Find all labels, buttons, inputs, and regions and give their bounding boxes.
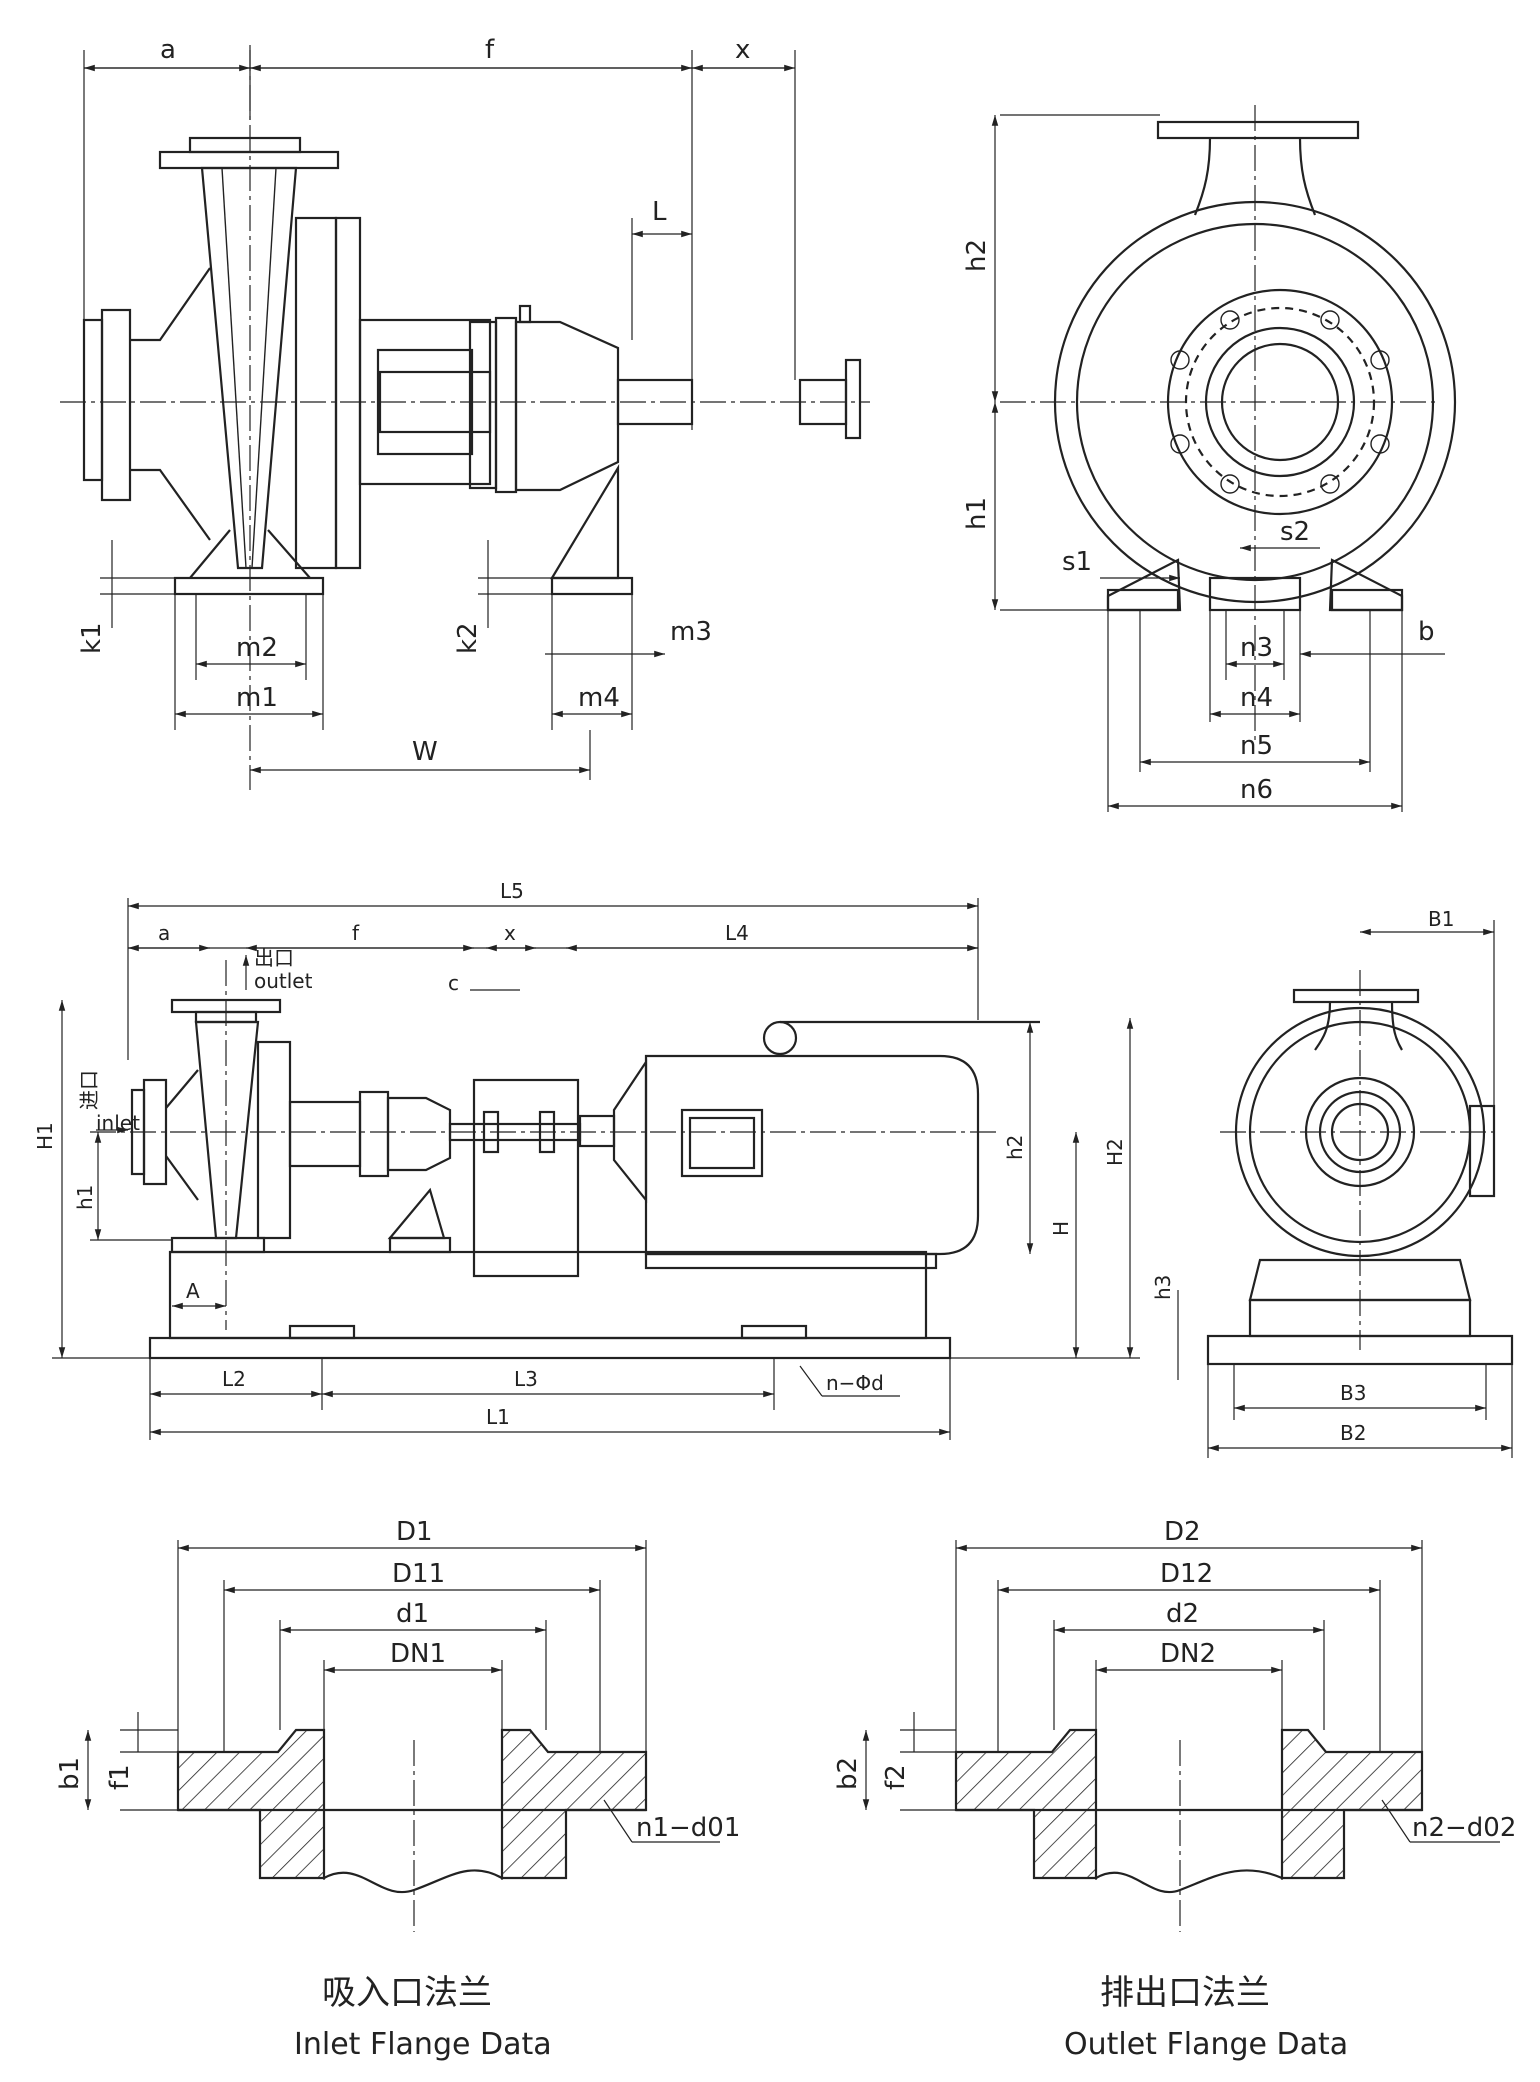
dim-H: H: [1049, 1221, 1073, 1236]
dim-s2: s2: [1280, 517, 1310, 547]
dim-L5: L5: [500, 879, 524, 903]
dim-W: W: [412, 737, 438, 767]
outlet-dim-d: d2: [1166, 1599, 1199, 1629]
dim-m4: m4: [578, 683, 620, 713]
outlet-dim-D: D2: [1164, 1517, 1201, 1547]
dim-h2-side: h2: [962, 239, 992, 272]
outlet-flange-section: D2 D12 d2 DN2 b2 f2 n2−d02 排出口法兰 Outlet …: [833, 1517, 1516, 2062]
dim-c: c: [448, 971, 459, 995]
side-view: h2 h1 s1 s2 n3 n4 n5 n6 b: [962, 105, 1457, 812]
inlet-label-cn: 进口: [77, 1070, 101, 1110]
dim-f-assembly: f: [352, 921, 360, 945]
dim-h1-assembly: h1: [73, 1185, 97, 1210]
dim-n-phi-d: n−Φd: [826, 1371, 884, 1395]
inlet-dim-D: D1: [396, 1517, 433, 1547]
outlet-caption-cn: 排出口法兰: [1100, 1973, 1270, 2013]
dim-L1: L1: [486, 1405, 510, 1429]
inlet-flange-section: D1 D11 d1 DN1 b1 f1 n1−d01 吸入口法兰 Inlet F…: [55, 1517, 740, 2062]
dim-L-front: L: [652, 197, 667, 227]
dim-B3: B3: [1340, 1381, 1366, 1405]
dim-x-front: x: [735, 35, 750, 65]
dim-m1: m1: [236, 683, 278, 713]
dim-k1: k1: [77, 622, 107, 654]
inlet-dim-f: f1: [105, 1764, 135, 1790]
dim-L4: L4: [725, 921, 749, 945]
outlet-label-en: outlet: [254, 969, 313, 993]
inlet-caption-cn: 吸入口法兰: [322, 1973, 492, 2013]
inlet-dim-d: d1: [396, 1599, 429, 1629]
dim-L3: L3: [514, 1367, 538, 1391]
inlet-caption-en: Inlet Flange Data: [294, 2027, 552, 2062]
dim-m3: m3: [670, 617, 712, 647]
dim-s1: s1: [1062, 547, 1092, 577]
dim-f-front: f: [485, 35, 495, 65]
outlet-holes-label: n2−d02: [1412, 1813, 1516, 1843]
dim-h3: h3: [1151, 1275, 1175, 1300]
dim-B1: B1: [1428, 907, 1454, 931]
dim-k2: k2: [453, 622, 483, 654]
dim-a-assembly: a: [158, 921, 170, 945]
dim-a-front: a: [160, 35, 176, 65]
outlet-dim-DN: DN2: [1160, 1639, 1216, 1669]
dim-m2: m2: [236, 633, 278, 663]
side-flange-bolt-holes: [1170, 310, 1390, 494]
inlet-dim-DN: DN1: [390, 1639, 446, 1669]
dim-n6: n6: [1240, 775, 1273, 805]
dim-b: b: [1418, 617, 1435, 647]
dim-x-assembly: x: [504, 921, 516, 945]
dim-h2-assembly: h2: [1003, 1135, 1027, 1160]
outlet-dim-D-inner: D12: [1160, 1559, 1213, 1589]
outlet-caption-en: Outlet Flange Data: [1064, 2027, 1348, 2062]
dim-n5: n5: [1240, 731, 1273, 761]
inlet-dim-D-inner: D11: [392, 1559, 445, 1589]
end-view: B1 h3 B3 B2: [1151, 907, 1514, 1458]
dim-n4: n4: [1240, 683, 1273, 713]
outlet-label-cn: 出口: [254, 946, 294, 970]
inlet-dim-b: b1: [55, 1757, 85, 1790]
dim-h1-side: h1: [962, 497, 992, 530]
dim-B2: B2: [1340, 1421, 1366, 1445]
dim-H2: H2: [1103, 1138, 1127, 1166]
dim-L2: L2: [222, 1367, 246, 1391]
assembly-view: L5 a f x L4 出口 outlet 进口 inlet c: [33, 879, 1140, 1440]
outlet-dim-b: b2: [833, 1757, 863, 1790]
dim-A: A: [186, 1279, 200, 1303]
dim-H1: H1: [33, 1122, 57, 1150]
dim-n3: n3: [1240, 633, 1273, 663]
outlet-dim-f: f2: [881, 1764, 911, 1790]
inlet-holes-label: n1−d01: [636, 1813, 740, 1843]
front-view: a f x: [60, 35, 870, 790]
